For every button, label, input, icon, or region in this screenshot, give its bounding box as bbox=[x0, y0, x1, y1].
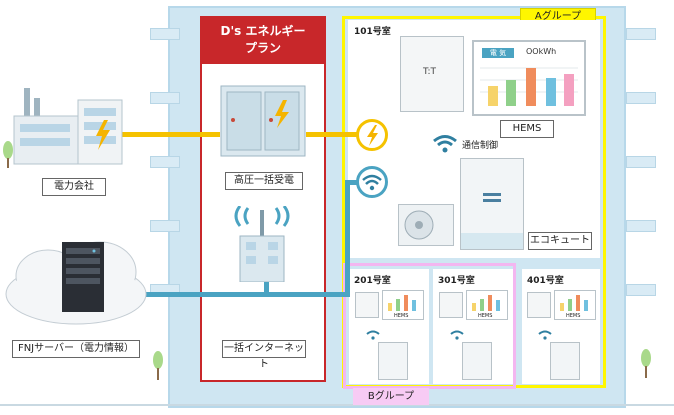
tree bbox=[2, 140, 14, 168]
network-line-wifi bbox=[345, 180, 363, 185]
network-line-internet bbox=[264, 278, 269, 296]
room-401-meter bbox=[527, 292, 551, 318]
ground-line bbox=[0, 404, 674, 406]
power-bolt-icon bbox=[356, 119, 388, 151]
window bbox=[150, 92, 180, 104]
window bbox=[626, 28, 656, 40]
group-b-tag: Bグループ bbox=[367, 391, 415, 402]
mini-chart bbox=[560, 295, 588, 311]
internet-building bbox=[226, 205, 298, 283]
room-401-hems-label: HEMS bbox=[566, 313, 581, 319]
room-301-hems-label: HEMS bbox=[478, 313, 493, 319]
hems-bar-chart bbox=[480, 67, 578, 106]
room-301-label: 301号室 bbox=[438, 276, 475, 286]
window bbox=[150, 156, 180, 168]
room-201-wifi-icon bbox=[366, 326, 380, 340]
room-301-wifi-icon bbox=[450, 326, 464, 340]
plan-title-line1: D's エネルギー bbox=[220, 24, 306, 38]
network-line-server bbox=[110, 292, 350, 297]
room-201-tank bbox=[378, 342, 408, 380]
water-tank bbox=[460, 158, 524, 250]
window bbox=[626, 220, 656, 232]
power-plant-icon bbox=[13, 88, 123, 165]
meter-readout: T:T bbox=[423, 67, 437, 77]
window bbox=[626, 92, 656, 104]
window bbox=[626, 284, 656, 296]
room-401-tank bbox=[550, 342, 580, 380]
room-301-meter bbox=[439, 292, 463, 318]
substation-icon bbox=[220, 85, 306, 157]
window bbox=[626, 156, 656, 168]
power-line-right bbox=[306, 132, 360, 137]
hems-panel: 電 気 OOkWh bbox=[472, 40, 586, 116]
window bbox=[150, 28, 180, 40]
heat-pump-unit bbox=[398, 204, 454, 246]
tree bbox=[640, 348, 652, 378]
room-401-hems: HEMS bbox=[554, 290, 596, 320]
room-401-label: 401号室 bbox=[527, 276, 564, 286]
hems-tab-power: 電 気 bbox=[482, 48, 514, 58]
hems-label: HEMS bbox=[500, 120, 554, 138]
room-301-hems: HEMS bbox=[466, 290, 508, 320]
cloud-icon bbox=[5, 241, 147, 325]
room-201-hems-label: HEMS bbox=[394, 313, 409, 319]
antenna-building-icon bbox=[234, 205, 290, 283]
window bbox=[150, 220, 180, 232]
mini-chart bbox=[472, 295, 500, 311]
smart-meter: T:T bbox=[400, 36, 464, 112]
room-201-meter bbox=[355, 292, 379, 318]
comm-wifi-icon bbox=[432, 132, 458, 154]
hems-tab-kwh: OOkWh bbox=[526, 47, 557, 56]
network-line-vertical bbox=[345, 180, 350, 297]
plan-title: D's エネルギー プラン bbox=[200, 16, 326, 64]
plan-title-line2: プラン bbox=[244, 41, 281, 55]
power-company-building bbox=[8, 86, 128, 166]
room-201-hems: HEMS bbox=[382, 290, 424, 320]
room-101-label: 101号室 bbox=[354, 27, 391, 37]
ecocute-label: エコキュート bbox=[528, 232, 592, 250]
room-301-tank bbox=[462, 342, 492, 380]
comm-control-label: 通信制御 bbox=[462, 141, 499, 151]
tree bbox=[152, 350, 164, 380]
room-201-label: 201号室 bbox=[354, 276, 391, 286]
group-b-border bbox=[343, 263, 516, 389]
plan-column bbox=[200, 16, 326, 382]
high-voltage-label: 高圧一括受電 bbox=[225, 172, 303, 190]
substation-cabinet bbox=[219, 84, 307, 158]
power-company-label: 電力会社 bbox=[42, 178, 106, 196]
mini-chart bbox=[388, 295, 416, 311]
room-401-wifi-icon bbox=[538, 326, 552, 340]
internet-label: 一括インターネット bbox=[222, 340, 306, 370]
wifi-icon bbox=[356, 166, 388, 198]
power-line-left bbox=[120, 132, 220, 137]
group-b-tag-box: Bグループ bbox=[353, 388, 429, 405]
server-cloud bbox=[2, 232, 150, 328]
server-label: FNJサーバー（電力情報） bbox=[12, 340, 140, 358]
